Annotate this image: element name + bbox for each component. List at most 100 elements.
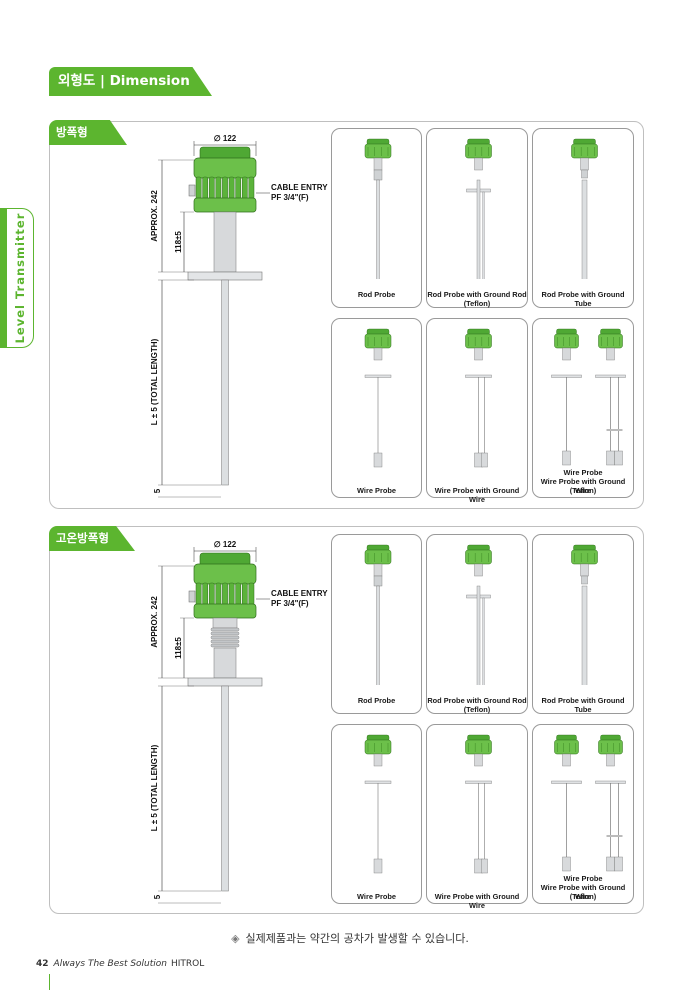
neck-upper xyxy=(212,617,238,629)
neck-label: 118±5 xyxy=(174,231,183,253)
card-label-line: Wire Probe xyxy=(357,486,396,495)
ground-weight xyxy=(614,856,623,872)
probe-illustration xyxy=(571,138,598,279)
card-label-line: Rod Probe with Ground Rod xyxy=(427,290,527,299)
cable-entry-label: CABLE ENTRY xyxy=(271,183,328,192)
probe-head xyxy=(364,143,392,159)
neck-label: 118±5 xyxy=(174,637,183,659)
probe-head xyxy=(364,739,392,755)
tip-label: 5 xyxy=(153,488,162,493)
ground-rod xyxy=(482,191,485,279)
card-label-line: Rod Probe with Ground Rod xyxy=(427,696,527,705)
card-label-line: Wire Probe xyxy=(563,874,603,883)
head-neck xyxy=(562,753,571,767)
ground-weight xyxy=(481,452,488,468)
cooling-fin xyxy=(210,627,240,632)
weight xyxy=(562,856,571,872)
card-label-line: Wire Probe with Ground Wire xyxy=(540,883,626,901)
probe-group xyxy=(571,138,598,279)
cooling-fin xyxy=(210,631,240,636)
probe-illustration xyxy=(364,138,392,279)
housing-rib xyxy=(228,582,235,606)
probe-group xyxy=(364,544,392,685)
probe-group xyxy=(551,734,626,872)
housing-top xyxy=(193,563,257,585)
probe-illustration xyxy=(364,544,392,685)
card-rod-probe-ground-rod: Rod Probe with Ground Rod(Teflon) xyxy=(426,128,528,308)
head-neck xyxy=(373,753,383,767)
fitting xyxy=(373,575,383,587)
footer-brand: HITROL xyxy=(171,959,205,969)
weight xyxy=(474,858,483,874)
cooling-fin xyxy=(210,643,240,648)
housing-rib xyxy=(222,582,228,606)
approx-label: APPROX. 242 xyxy=(150,596,159,648)
probe-group xyxy=(465,544,492,685)
length-label: L ± 5 (TOTAL LENGTH) xyxy=(150,744,159,831)
tolerance-note: ◈실제제품과는 약간의 공차가 발생할 수 있습니다. xyxy=(0,930,700,946)
weight xyxy=(474,452,483,468)
head-neck xyxy=(373,563,383,577)
card-label-line: Rod Probe with Ground Tube xyxy=(541,290,625,308)
tip-label: 5 xyxy=(153,894,162,899)
probe-head xyxy=(364,549,392,565)
housing-rib xyxy=(208,582,215,606)
card-label-line: Wire Probe with Ground Wire xyxy=(434,892,520,910)
probe-rod xyxy=(221,279,229,486)
head-neck xyxy=(474,347,483,361)
card-rod-probe-ground-rod: Rod Probe with Ground Rod(Teflon) xyxy=(426,534,528,714)
spacer xyxy=(606,835,623,837)
cable-entry-spec: PF 3/4"(F) xyxy=(271,193,309,202)
head-neck xyxy=(474,753,483,767)
probe-illustration xyxy=(465,734,492,874)
ground-weight xyxy=(481,858,488,874)
rod xyxy=(376,585,380,685)
probe-group xyxy=(571,544,598,685)
card-rod-probe: Rod Probe xyxy=(331,128,422,308)
page-number: 42 xyxy=(36,959,49,969)
diameter-label: ∅ 122 xyxy=(214,540,237,549)
cable-entry-boss xyxy=(188,184,196,197)
probe-illustration xyxy=(551,328,626,466)
head-neck xyxy=(562,347,571,361)
probe-illustration xyxy=(364,734,392,874)
footer-divider xyxy=(49,974,50,990)
weight xyxy=(373,858,383,874)
probe-illustration xyxy=(364,328,392,468)
probe-group xyxy=(465,138,492,279)
head-neck xyxy=(474,563,483,577)
card-label-line: (Teflon) xyxy=(463,299,491,308)
housing-rib xyxy=(215,582,222,606)
probe-illustration xyxy=(571,544,598,685)
probe-head xyxy=(554,739,579,755)
probe-group xyxy=(364,138,392,279)
rod xyxy=(476,179,481,279)
housing-rib xyxy=(195,582,202,606)
panel-explosion-proof xyxy=(49,121,644,509)
head-neck xyxy=(606,753,615,767)
housing-rib xyxy=(248,582,255,606)
card-label-line: Rod Probe xyxy=(357,290,396,299)
cable-entry-boss xyxy=(188,590,196,603)
head-neck xyxy=(580,157,589,171)
probe-illustration xyxy=(551,734,626,872)
approx-label: APPROX. 242 xyxy=(150,190,159,242)
card-rod-probe-ground-tube: Rod Probe with Ground Tube xyxy=(532,534,634,714)
fitting xyxy=(373,169,383,181)
probe-group xyxy=(364,328,392,468)
card-label-line: Rod Probe with Ground Tube xyxy=(541,696,625,714)
fitting xyxy=(581,575,588,585)
probe-illustration xyxy=(465,328,492,468)
diamond-icon: ◈ xyxy=(231,932,240,945)
card-label-line: (Teflon) xyxy=(569,486,597,495)
diameter-label: ∅ 122 xyxy=(214,134,237,143)
rod xyxy=(376,179,380,279)
card-wire-probe: Wire Probe xyxy=(331,318,422,498)
length-label: L ± 5 (TOTAL LENGTH) xyxy=(150,338,159,425)
ground-weight xyxy=(614,450,623,466)
page-title: 외형도 | Dimension xyxy=(49,67,212,96)
